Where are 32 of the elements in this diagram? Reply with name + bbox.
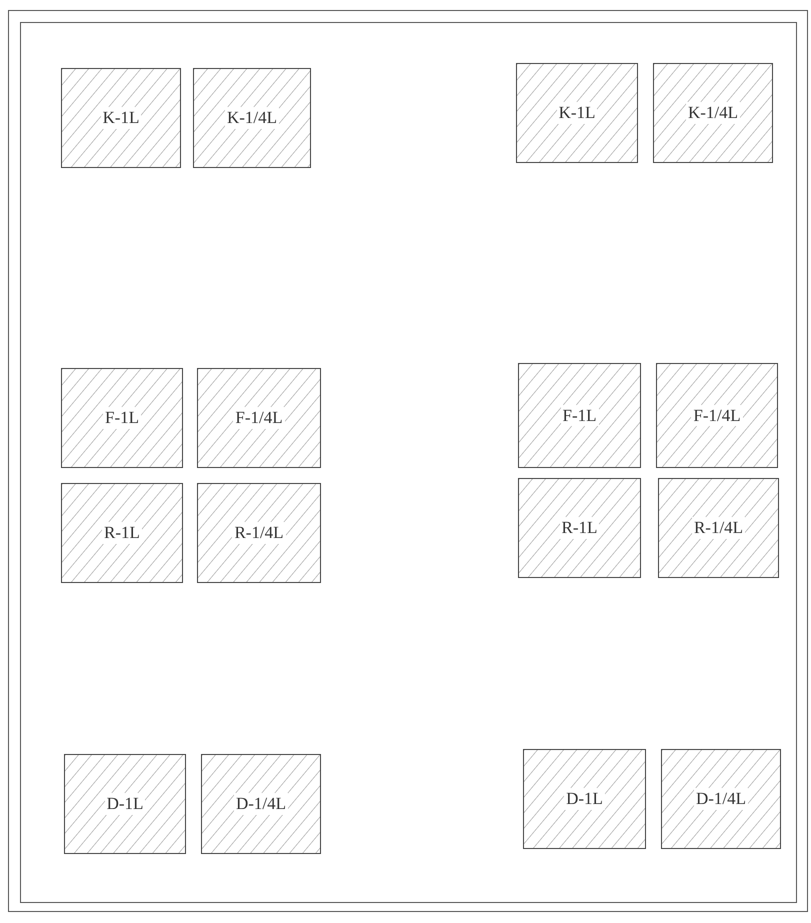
box-label: D-1/4L	[234, 793, 288, 815]
box-label: F-1/4L	[691, 404, 743, 426]
box-label: K-1L	[100, 107, 142, 129]
hatched-box	[518, 478, 641, 578]
hatched-box	[61, 368, 183, 468]
hatched-box	[653, 63, 773, 163]
box-label: F-1/4L	[233, 407, 285, 429]
hatched-box	[516, 63, 638, 163]
box-label: K-1/4L	[224, 107, 280, 129]
box-label: R-1L	[560, 517, 600, 539]
hatched-box	[656, 363, 778, 468]
hatched-box	[523, 749, 646, 849]
box-label: F-1L	[560, 404, 598, 426]
box-label: R-1L	[102, 522, 142, 544]
box-label: D-1/4L	[694, 788, 748, 810]
box-label: K-1L	[556, 102, 598, 124]
box-label: F-1L	[103, 407, 141, 429]
box-label: D-1L	[564, 788, 605, 810]
hatched-box	[197, 483, 321, 583]
hatched-box	[518, 363, 641, 468]
hatched-box	[201, 754, 321, 854]
hatched-box	[658, 478, 779, 578]
box-label: D-1L	[104, 793, 146, 815]
box-label: K-1/4L	[686, 102, 740, 124]
hatched-box	[661, 749, 781, 849]
hatched-box	[64, 754, 186, 854]
hatched-box	[193, 68, 311, 168]
box-label: R-1/4L	[232, 522, 286, 544]
hatched-box	[61, 483, 183, 583]
box-label: R-1/4L	[692, 517, 746, 539]
hatched-box	[61, 68, 181, 168]
hatched-box	[197, 368, 321, 468]
